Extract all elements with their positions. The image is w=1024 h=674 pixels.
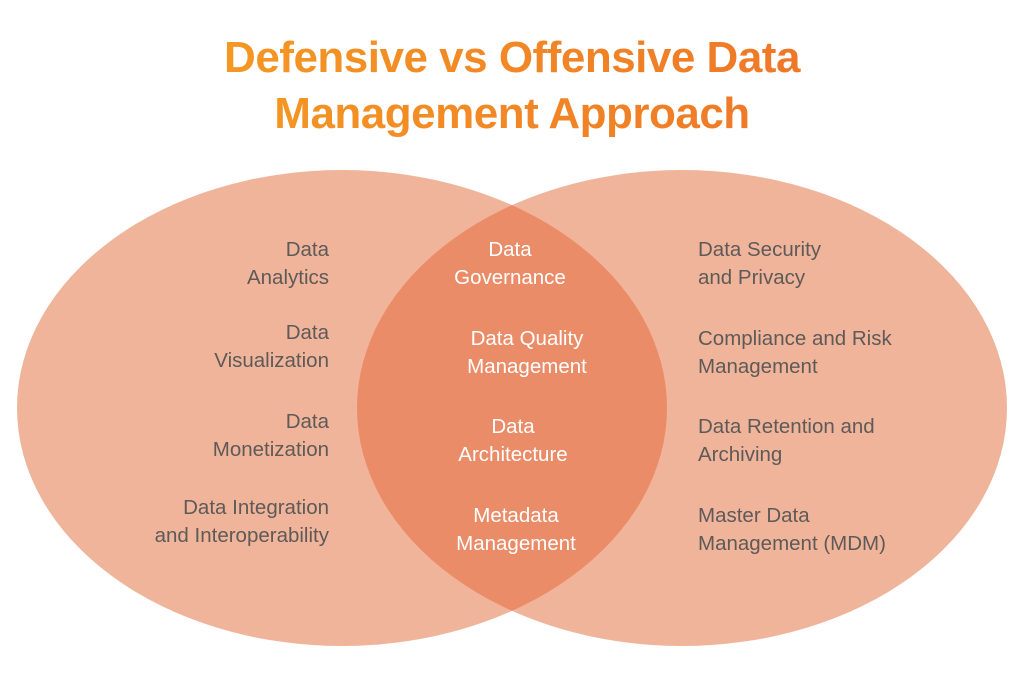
overlap-item-data-quality-management: Data Quality Management — [467, 327, 587, 378]
overlap-item-metadata-management: Metadata Management — [456, 504, 576, 555]
right-item-data-security: Data Security and Privacy — [698, 238, 822, 289]
overlap-item-data-governance: Data Governance — [454, 238, 566, 289]
right-item-data-retention: Data Retention and Archiving — [698, 415, 875, 466]
right-item-master-data-management: Master Data Management (MDM) — [698, 504, 886, 555]
overlap-item-data-architecture: Data Architecture — [458, 415, 568, 466]
left-item-data-visualization: Data Visualization — [214, 321, 329, 372]
left-item-data-monetization: Data Monetization — [212, 410, 329, 461]
left-item-data-analytics: Data Analytics — [246, 238, 329, 289]
left-item-data-integration: Data Integration and Interoperability — [154, 496, 329, 547]
right-item-compliance-risk: Compliance and Risk Management — [698, 327, 892, 378]
overlap-region — [357, 170, 667, 646]
